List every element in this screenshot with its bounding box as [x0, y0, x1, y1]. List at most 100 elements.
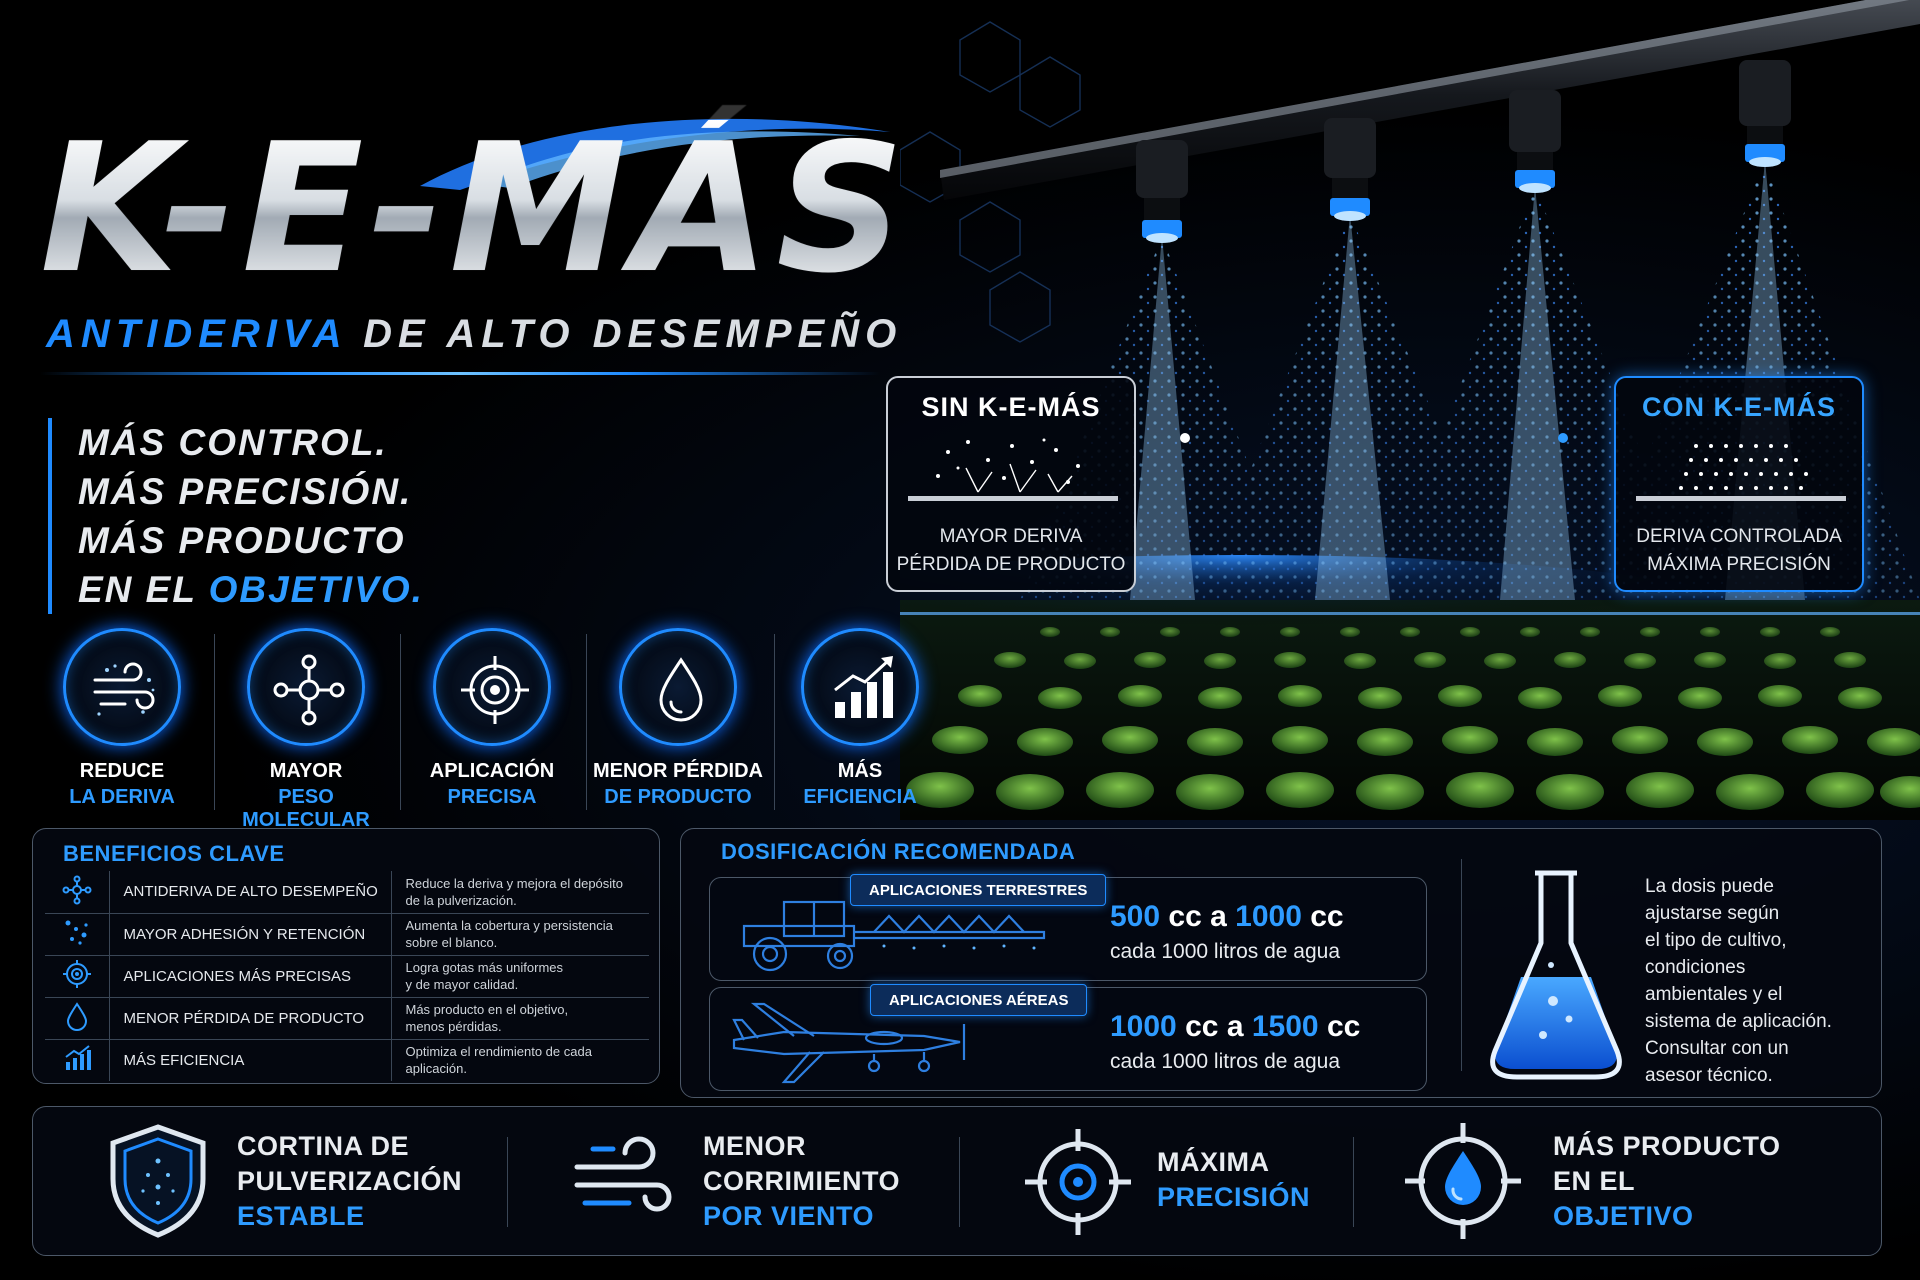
- logo-swoosh-icon: [420, 118, 890, 190]
- benefit-desc-line: sobre el blanco.: [405, 935, 498, 950]
- benefit-icon-cell: [45, 1038, 110, 1081]
- growth-chart-icon: [65, 1045, 91, 1071]
- benefit-desc-line: Reduce la deriva y mejora el depósito: [405, 875, 624, 891]
- table-row: Mayor adhesión y retención Aumenta la co…: [45, 912, 649, 956]
- dose-unit: cc: [1310, 900, 1344, 933]
- feature-precise-application: APLICACIÓN PRECISA: [400, 628, 584, 814]
- feature-label-1: MÁS: [837, 760, 883, 782]
- droplet-icon: [66, 1002, 87, 1031]
- dose-to: 1500: [1251, 1010, 1319, 1043]
- wind-drift-icon: [93, 662, 155, 716]
- bottom-text-blue: ESTABLE: [237, 1201, 365, 1231]
- table-row: Menor pérdida de producto Más producto e…: [45, 996, 649, 1040]
- feature-efficiency: MÁS EFICIENCIA: [768, 628, 952, 814]
- dose-note-line: La dosis puede: [1645, 876, 1774, 897]
- feature-label-2: LA DERIVA: [69, 786, 175, 808]
- callout-with-product: CON K-E-MÁS DERIVA CONTROLADA MÁXIMA PRE…: [1614, 376, 1864, 592]
- feature-label-1: MAYOR: [269, 760, 343, 782]
- particles-icon: [65, 920, 88, 945]
- bottom-text-white: EN EL: [1553, 1166, 1636, 1196]
- crop-duster-plane-icon: [732, 1002, 966, 1084]
- dose-sub: cada 1000 litros de agua: [1110, 940, 1341, 963]
- dose-tag: APLICACIONES AÉREAS: [870, 984, 1088, 1016]
- molecule-icon: [273, 654, 345, 726]
- callout-line-1: MAYOR DERIVA: [939, 526, 1083, 547]
- benefit-icon-cell: [45, 871, 110, 914]
- brand-logo: K-E-MÁS: [40, 80, 920, 320]
- feature-divider: [400, 634, 401, 810]
- dose-unit: cc: [1326, 1010, 1361, 1043]
- feature-icons-row: REDUCE LA DERIVA MAYOR PESO MOLECULAR: [30, 628, 930, 831]
- feature-divider: [586, 634, 587, 810]
- table-row: Más eficiencia Optimiza el rendimiento d…: [45, 1038, 649, 1081]
- dosing-divider: [1461, 859, 1462, 1071]
- callout-title: CON K-E-MÁS: [1642, 392, 1836, 422]
- dose-land-box: APLICACIONES TERRESTRES 500 cc a 1000 cc…: [709, 874, 1427, 981]
- molecule-icon: [62, 875, 92, 905]
- slogan-line-1: MÁS CONTROL.: [78, 422, 388, 463]
- slogan: MÁS CONTROL. MÁS PRECISIÓN. MÁS PRODUCTO…: [48, 418, 548, 614]
- feature-label-1: REDUCE: [79, 760, 165, 782]
- dose-unit: cc: [1185, 1010, 1219, 1043]
- callout-line-2: PÉRDIDA DE PRODUCTO: [896, 554, 1126, 575]
- bottom-text-white: MENOR: [703, 1131, 806, 1161]
- dose-value: 500 cc a 1000 cc: [1110, 900, 1344, 934]
- feature-divider: [214, 634, 215, 810]
- callout-without-product: SIN K-E-MÁS MAYOR DERIVA PÉRDIDA DE PROD…: [886, 376, 1136, 592]
- bottom-text-white: MÁXIMA: [1157, 1147, 1270, 1177]
- scattered-drops-icon: [908, 438, 1118, 501]
- bottom-text-white: MÁS PRODUCTO: [1553, 1131, 1781, 1161]
- target-icon: [62, 960, 91, 988]
- dose-air-box: APLICACIONES AÉREAS 1000 cc a 1500 cc ca…: [709, 984, 1427, 1091]
- benefit-icon-cell: [45, 912, 110, 956]
- bottom-text-blue: PRECISIÓN: [1157, 1182, 1311, 1212]
- dose-note-line: ajustarse según: [1645, 903, 1780, 924]
- feature-ring: [619, 628, 737, 746]
- dose-note-line: sistema de aplicación.: [1645, 1011, 1832, 1032]
- feature-label-1: MENOR PÉRDIDA: [592, 760, 763, 782]
- bottom-item-max-precision: MÁXIMA PRECISIÓN: [1023, 1107, 1383, 1257]
- benefit-desc-line: aplicación.: [405, 1061, 467, 1077]
- dose-a: a: [1226, 1010, 1244, 1043]
- dose-sub: cada 1000 litros de agua: [1110, 1050, 1341, 1073]
- benefit-name: Más eficiencia: [108, 1038, 392, 1081]
- dose-from: 500: [1110, 900, 1161, 933]
- feature-less-loss: MENOR PÉRDIDA DE PRODUCTO: [586, 628, 770, 814]
- dose-value: 1000 cc a 1500 cc: [1110, 1010, 1360, 1044]
- dose-tag: APLICACIONES TERRESTRES: [850, 874, 1107, 906]
- table-row: Aplicaciones más precisas Logra gotas má…: [45, 954, 649, 998]
- dose-to: 1000: [1235, 900, 1302, 933]
- bottom-item-text: CORTINA DE PULVERIZACIÓN ESTABLE: [237, 1129, 462, 1234]
- dose-note-line: el tipo de cultivo,: [1645, 930, 1787, 951]
- slogan-line-4-accent: OBJETIVO.: [208, 569, 424, 610]
- callout-pointer-dot: [1180, 433, 1190, 443]
- dose-unit: cc: [1168, 900, 1202, 933]
- benefit-desc-line: menos pérdidas.: [405, 1019, 502, 1034]
- subtitle-accent: ANTIDERIVA: [46, 312, 346, 356]
- target-droplet-icon: [1405, 1123, 1521, 1239]
- benefit-desc-line: Más producto en el objetivo,: [405, 1002, 569, 1017]
- uniform-drops-icon: [1636, 444, 1846, 501]
- brand-title: K-E-MÁS: [40, 105, 911, 312]
- bottom-text-white: CORRIMIENTO: [703, 1166, 901, 1196]
- feature-divider: [774, 634, 775, 810]
- sprayer-field-image: [900, 0, 1920, 820]
- benefit-name: Mayor adhesión y retención: [108, 912, 392, 956]
- shield-icon: [110, 1124, 206, 1238]
- wind-icon: [574, 1136, 672, 1212]
- benefit-desc-line: Logra gotas más uniformes: [405, 960, 564, 975]
- benefit-icon-cell: [45, 996, 110, 1040]
- benefit-name: Aplicaciones más precisas: [108, 954, 392, 998]
- subtitle-underline: [40, 372, 880, 375]
- bottom-item-stable-curtain: CORTINA DE PULVERIZACIÓN ESTABLE: [103, 1107, 503, 1257]
- benefit-icon-cell: [45, 954, 110, 998]
- bottom-text-white: PULVERIZACIÓN: [237, 1166, 463, 1196]
- benefits-panel: BENEFICIOS CLAVE Antideriva de alto dese…: [32, 828, 660, 1084]
- tractor-sprayer-icon: [742, 900, 1046, 972]
- bottom-text-white: CORTINA DE: [237, 1131, 409, 1161]
- feature-reduce-drift: REDUCE LA DERIVA: [30, 628, 214, 814]
